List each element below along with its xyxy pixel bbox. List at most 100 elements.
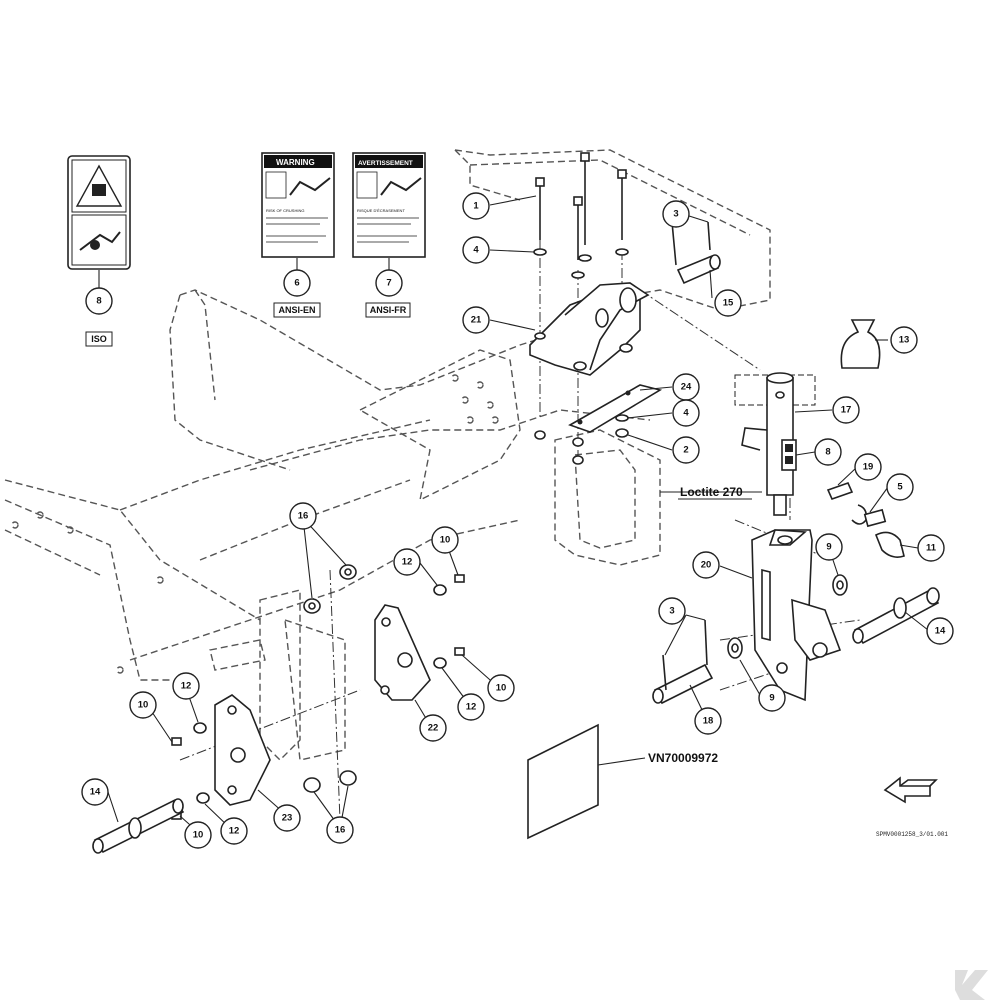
brand-logo-icon — [955, 970, 988, 1000]
callout-4: 4 — [462, 236, 490, 264]
callout-12: 12 — [172, 672, 200, 700]
pin-part-18 — [652, 619, 714, 705]
svg-text:18: 18 — [703, 716, 714, 727]
callout-4: 4 — [672, 399, 700, 427]
svg-text:10: 10 — [193, 830, 204, 841]
loctite-annotation: Loctite 270 — [680, 485, 743, 499]
callout-8: 8 — [85, 287, 113, 315]
callout-9: 9 — [758, 684, 786, 712]
ansi-en-safety-decal: WARNING RISK OF CRUSHING — [261, 152, 335, 258]
callout-3: 3 — [662, 200, 690, 228]
svg-text:17: 17 — [841, 405, 852, 416]
svg-text:22: 22 — [428, 723, 439, 734]
svg-text:9: 9 — [826, 542, 831, 553]
svg-text:13: 13 — [899, 335, 910, 346]
plate-part-23 — [214, 694, 271, 806]
svg-text:12: 12 — [181, 681, 192, 692]
svg-text:6: 6 — [294, 278, 299, 289]
svg-text:23: 23 — [282, 813, 293, 824]
strap-part-24 — [568, 384, 663, 433]
part-number-annotation: VN70009972 — [648, 751, 718, 765]
callout-12: 12 — [457, 693, 485, 721]
svg-text:14: 14 — [935, 626, 946, 637]
svg-text:12: 12 — [229, 826, 240, 837]
callout-1: 1 — [462, 192, 490, 220]
iso-safety-decal — [67, 155, 131, 270]
washers-part-9 — [727, 574, 848, 659]
callout-2: 2 — [672, 436, 700, 464]
callout-10: 10 — [184, 821, 212, 849]
bolts-washers-10-12 — [171, 574, 465, 820]
pin-part-14-right — [852, 587, 940, 645]
callout-10: 10 — [431, 526, 459, 554]
callout-16: 16 — [326, 816, 354, 844]
svg-text:12: 12 — [466, 702, 477, 713]
plate-part-22 — [374, 604, 431, 701]
svg-text:ANSI-FR: ANSI-FR — [370, 305, 407, 315]
svg-text:1: 1 — [473, 201, 479, 212]
cap-part-13 — [840, 319, 881, 369]
warning-header-en: WARNING — [276, 158, 315, 167]
callout-15: 15 — [714, 289, 742, 317]
pin-part-14-left — [92, 798, 185, 854]
callout-14: 14 — [81, 778, 109, 806]
svg-text:2: 2 — [683, 445, 688, 456]
callout-7: 7 — [375, 269, 403, 297]
washers-part-4-2 — [533, 248, 629, 465]
callout-24: 24 — [672, 373, 700, 401]
tractor-frame — [4, 149, 771, 761]
svg-text:16: 16 — [335, 825, 346, 836]
svg-text:3: 3 — [669, 606, 674, 617]
callout-18: 18 — [694, 707, 722, 735]
bushings-part-16-upper — [303, 564, 357, 614]
callout-10: 10 — [487, 674, 515, 702]
warning-header-fr: AVERTISSEMENT — [358, 160, 413, 167]
callout-16: 16 — [289, 502, 317, 530]
warning-body-en: RISK OF CRUSHING — [266, 208, 304, 213]
svg-text:4: 4 — [473, 245, 479, 256]
callout-10: 10 — [129, 691, 157, 719]
drawing-reference: SPMV0001258_3/01.001 — [876, 831, 948, 838]
callout-23: 23 — [273, 804, 301, 832]
svg-text:3: 3 — [673, 209, 678, 220]
label-tag-iso: ISO — [85, 331, 113, 347]
callout-3: 3 — [658, 597, 686, 625]
svg-text:19: 19 — [863, 462, 874, 473]
ansi-fr-safety-decal: AVERTISSEMENT RISQUE D'ÉCRASEMENT — [352, 152, 426, 258]
callout-14: 14 — [926, 617, 954, 645]
bolts-part-1 — [535, 152, 627, 260]
svg-text:20: 20 — [701, 560, 712, 571]
svg-text:21: 21 — [471, 315, 482, 326]
cylinder-part-17 — [734, 372, 816, 516]
callout-11: 11 — [917, 534, 945, 562]
fittings-parts-19-5-11 — [826, 482, 905, 558]
callout-21: 21 — [462, 306, 490, 334]
pin-part-15 — [671, 221, 721, 285]
callout-9: 9 — [815, 533, 843, 561]
svg-text:11: 11 — [926, 543, 937, 554]
svg-text:24: 24 — [681, 382, 692, 393]
clevis-part-20 — [751, 529, 842, 702]
svg-text:15: 15 — [723, 298, 734, 309]
direction-arrow-icon — [883, 776, 938, 804]
bushings-part-16-lower — [303, 770, 357, 793]
svg-text:10: 10 — [440, 535, 451, 546]
callout-13: 13 — [890, 326, 918, 354]
callout-12: 12 — [393, 548, 421, 576]
label-tag-ansi-fr: ANSI-FR — [365, 302, 411, 318]
callout-19: 19 — [854, 453, 882, 481]
svg-text:8: 8 — [96, 296, 101, 307]
svg-text:ISO: ISO — [91, 334, 107, 344]
svg-text:ANSI-EN: ANSI-EN — [278, 305, 315, 315]
callout-5: 5 — [886, 473, 914, 501]
svg-text:5: 5 — [897, 482, 903, 493]
svg-text:14: 14 — [90, 787, 101, 798]
callout-17: 17 — [832, 396, 860, 424]
callout-22: 22 — [419, 714, 447, 742]
svg-text:8: 8 — [825, 447, 830, 458]
callout-8: 8 — [814, 438, 842, 466]
callout-6: 6 — [283, 269, 311, 297]
label-tag-ansi-en: ANSI-EN — [273, 302, 321, 318]
part-callouts: 1 3 4 15 21 13 24 4 2 17 8 19 5 11 9 20 … — [81, 192, 954, 849]
